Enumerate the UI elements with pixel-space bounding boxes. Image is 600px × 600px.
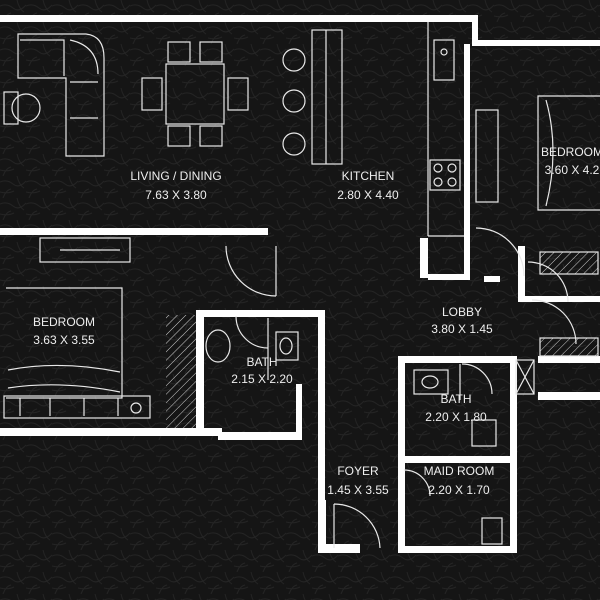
wall-bath1-left xyxy=(196,310,204,428)
room-size-living: 7.63 X 3.80 xyxy=(145,188,207,202)
cooktop xyxy=(429,159,461,191)
doors xyxy=(225,227,577,549)
dining-chair xyxy=(141,77,163,111)
kitchen-sink xyxy=(433,39,455,81)
room-name-kitchen: KITCHEN xyxy=(342,169,395,183)
side-table xyxy=(11,93,41,123)
dining-chair xyxy=(199,41,223,63)
wall-top-right xyxy=(476,40,600,46)
sofa xyxy=(17,33,105,157)
door-kitchen xyxy=(475,227,525,277)
room-name-living: LIVING / DINING xyxy=(130,169,221,183)
bedroom-right-hatch xyxy=(539,251,599,275)
washbasin-bath-1 xyxy=(275,331,299,361)
room-size-maid-room: 2.20 X 1.70 xyxy=(428,483,490,497)
washbasin-bath-2 xyxy=(413,369,449,395)
wall-kitchen-right xyxy=(464,44,470,278)
room-size-bath-2: 2.20 X 1.80 xyxy=(425,410,487,424)
bed-left xyxy=(6,287,123,399)
room-name-bath-2: BATH xyxy=(440,392,471,406)
wall-left-rooms-top xyxy=(0,228,268,235)
kitchen-counter xyxy=(427,22,464,237)
bed-right xyxy=(537,95,600,211)
door-lobby xyxy=(531,299,577,345)
wall-kitchen-bottom xyxy=(428,274,470,280)
room-size-bedroom-right: 3.60 X 4.2 xyxy=(545,163,600,177)
kitchen-island xyxy=(311,29,343,165)
furniture xyxy=(3,22,600,545)
sofa-cushions xyxy=(20,39,99,119)
door-bath-2 xyxy=(461,363,493,395)
wall-core-mid xyxy=(398,456,516,463)
room-size-lobby: 3.80 X 1.45 xyxy=(431,322,493,336)
corridor-shelf xyxy=(515,359,535,395)
door-bath-1 xyxy=(235,315,269,349)
room-name-bath-1: BATH xyxy=(246,355,277,369)
wall-hatched-pillar xyxy=(166,315,196,428)
walls xyxy=(0,15,600,553)
room-name-maid-room: MAID ROOM xyxy=(424,464,495,478)
wall-top-left xyxy=(0,15,478,22)
door-living xyxy=(225,245,277,297)
tv-console xyxy=(39,237,131,263)
wall-core-top xyxy=(398,356,516,363)
wall-foyer-left-bottom xyxy=(318,500,326,553)
wall-right-corridor xyxy=(538,356,600,363)
room-size-kitchen: 2.80 X 4.40 xyxy=(337,188,399,202)
wc-bath-2 xyxy=(471,419,497,447)
maid-room-basin xyxy=(481,517,503,545)
door-bedroom-right xyxy=(527,261,569,303)
bedside-shelf xyxy=(3,395,151,419)
wall-core-bottom xyxy=(398,546,517,553)
room-name-lobby: LOBBY xyxy=(442,305,482,319)
door-maid-room xyxy=(403,469,431,497)
room-size-bath-1: 2.15 X 2.20 xyxy=(231,372,293,386)
room-size-foyer: 1.45 X 3.55 xyxy=(327,483,389,497)
dining-table xyxy=(165,63,225,125)
wall-right-corridor-low xyxy=(538,392,600,400)
bar-stool xyxy=(282,132,306,156)
dining-chair xyxy=(167,125,191,147)
door-entrance xyxy=(333,503,381,549)
wall-bedroom-right-bottom xyxy=(518,296,600,302)
bar-stool xyxy=(282,89,306,113)
wall-bath1-top xyxy=(196,310,324,317)
wall-bath1-bottom xyxy=(218,432,298,440)
room-size-bedroom-left: 3.63 X 3.55 xyxy=(33,333,95,347)
coffee-table xyxy=(3,91,19,125)
wardrobe-right xyxy=(475,109,499,203)
corridor-hatch xyxy=(539,337,599,357)
dining-chair xyxy=(199,125,223,147)
wall-kitchen-counter-end xyxy=(420,238,428,278)
dining-chair xyxy=(227,77,249,111)
wall-foyer-bottom xyxy=(318,544,360,553)
bar-stool xyxy=(282,48,306,72)
dining-chair xyxy=(167,41,191,63)
room-labels: LIVING / DINING 7.63 X 3.80 KITCHEN 2.80… xyxy=(33,145,600,497)
wall-top-step xyxy=(472,15,478,46)
wc-bath-1 xyxy=(205,329,231,363)
wall-bedroom-right-left xyxy=(518,246,525,302)
room-name-foyer: FOYER xyxy=(337,464,379,478)
room-name-bedroom-left: BEDROOM xyxy=(33,315,95,329)
wall-bath1-inner xyxy=(296,384,302,440)
wall-lobby-top-right xyxy=(484,276,500,282)
wall-core-left xyxy=(398,356,405,553)
wall-core-right xyxy=(510,356,517,553)
wall-bath1-right xyxy=(318,310,325,530)
wall-bedroom-left-bottom xyxy=(0,428,222,436)
room-name-bedroom-right: BEDROOM xyxy=(541,145,600,159)
